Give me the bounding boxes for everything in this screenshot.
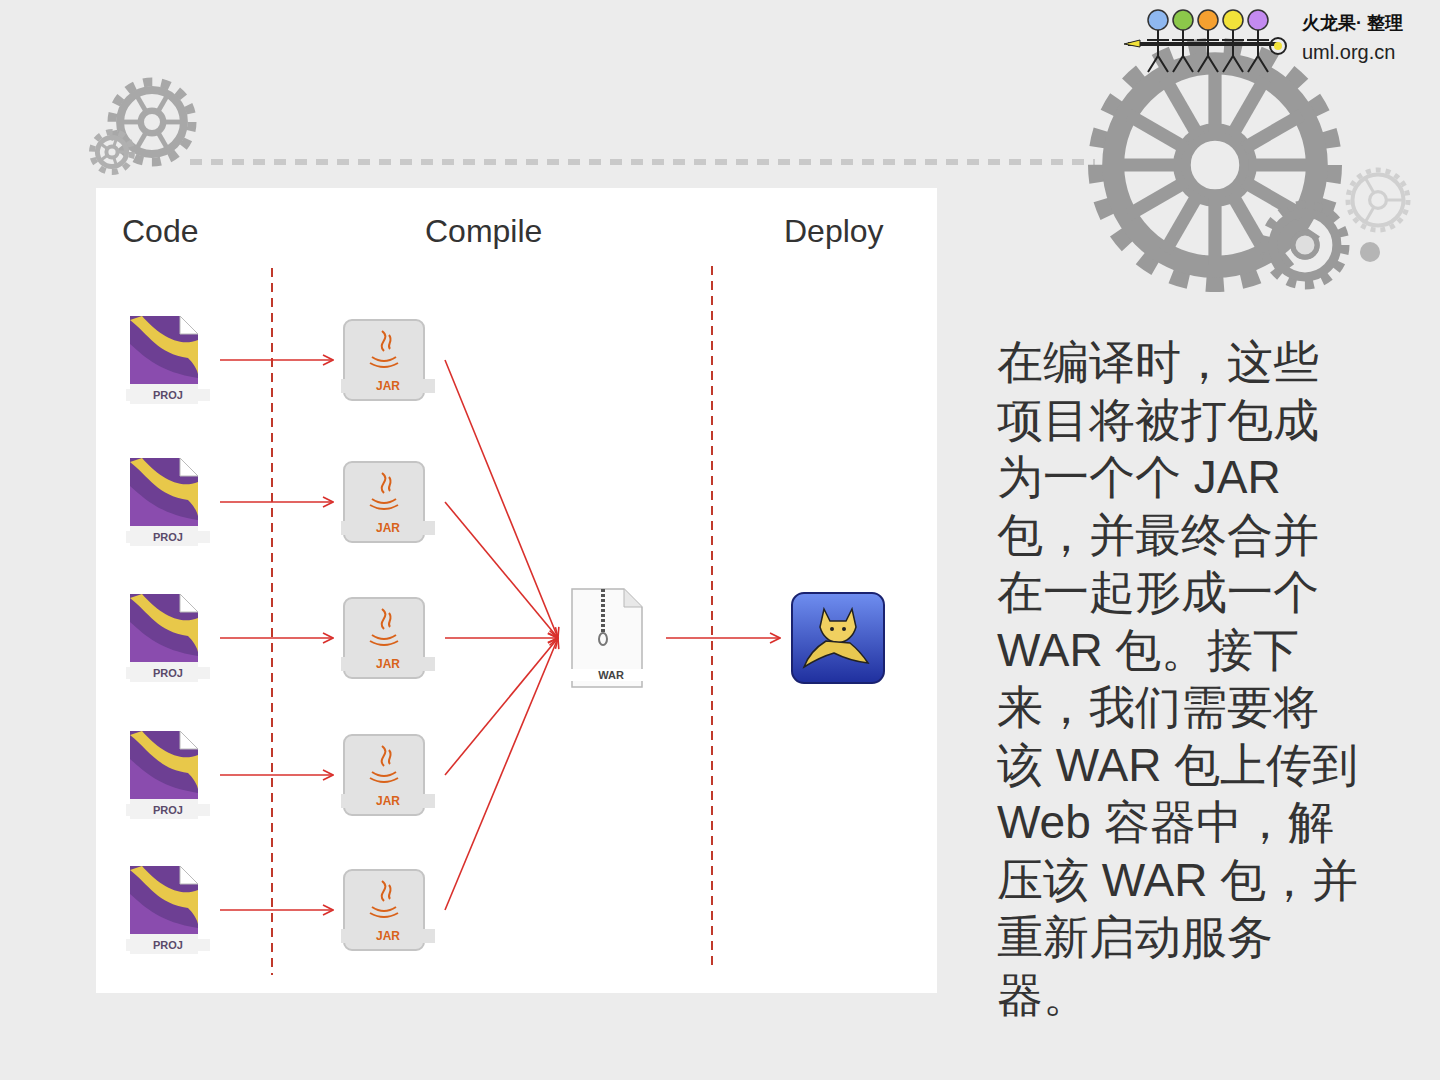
proj-icon: PROJ [128, 456, 208, 548]
flow-arrow [220, 774, 333, 776]
jar-icon: JAR [343, 734, 433, 816]
proj-icon: PROJ [128, 592, 208, 684]
icon-caption: PROJ [126, 389, 210, 401]
flow-arrow [445, 638, 558, 775]
flow-arrow [666, 637, 780, 639]
flow-arrow [220, 909, 333, 911]
jar-icon: JAR [343, 319, 433, 401]
jar-icon: JAR [343, 461, 433, 543]
diagram-panel [96, 188, 937, 993]
icon-caption: PROJ [126, 531, 210, 543]
flow-arrow [445, 360, 558, 638]
column-header: Code [122, 212, 199, 250]
icon-caption: PROJ [126, 804, 210, 816]
jar-icon: JAR [343, 869, 433, 951]
description-text: 在编译时，这些项目将被打包成为一个个 JAR 包，并最终合并在一起形成一个 WA… [997, 334, 1359, 1024]
column-header: Deploy [784, 212, 884, 250]
war-icon: WAR [568, 587, 654, 689]
proj-icon: PROJ [128, 729, 208, 821]
logo-text: 火龙果· 整理 [1302, 13, 1403, 35]
cat-icon [790, 591, 886, 685]
flow-arrow [220, 637, 333, 639]
proj-icon: PROJ [128, 864, 208, 956]
icon-caption: JAR [341, 929, 435, 943]
column-header: Compile [425, 212, 542, 250]
icon-caption: PROJ [126, 667, 210, 679]
logo-figures [1124, 10, 1286, 72]
logo-text: uml.org.cn [1302, 40, 1395, 64]
icon-caption: JAR [341, 379, 435, 393]
phase-divider [711, 266, 713, 968]
flow-arrow [220, 359, 333, 361]
gear [1265, 205, 1345, 285]
icon-caption: JAR [341, 657, 435, 671]
flow-arrow [220, 501, 333, 503]
flow-arrow [445, 502, 558, 638]
gear [1097, 47, 1333, 283]
dashed-rule [190, 159, 1095, 165]
flow-arrow [445, 638, 558, 910]
flow-arrow [445, 637, 558, 639]
gear [1348, 170, 1408, 230]
icon-caption: WAR [566, 669, 656, 681]
icon-caption: JAR [341, 521, 435, 535]
phase-divider [271, 268, 273, 975]
gear [92, 132, 132, 172]
proj-icon: PROJ [128, 314, 208, 406]
icon-caption: PROJ [126, 939, 210, 951]
icon-caption: JAR [341, 794, 435, 808]
jar-icon: JAR [343, 597, 433, 679]
cat-graphic [790, 591, 886, 685]
